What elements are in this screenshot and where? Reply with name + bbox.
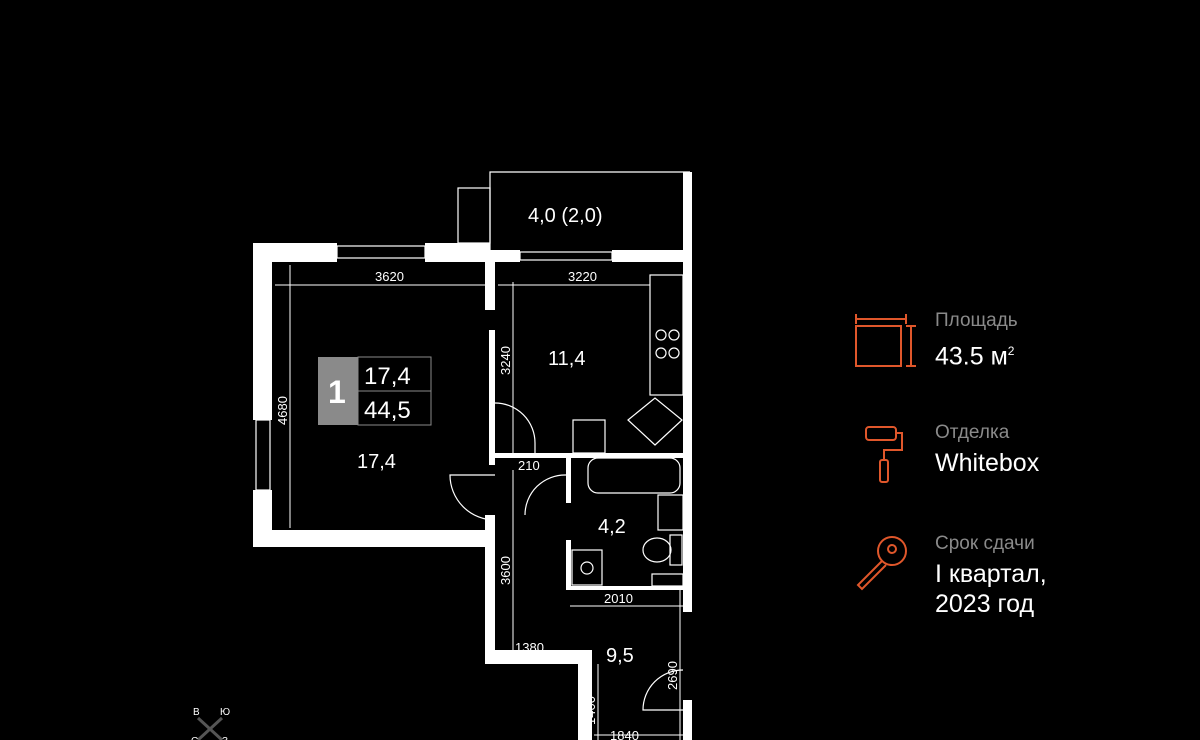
area-value: 43.5 м2 xyxy=(935,336,1014,371)
compass-north: С xyxy=(191,736,198,740)
badge-rooms: 1 xyxy=(328,374,346,410)
area-icon xyxy=(855,314,916,367)
dim-1380: 1380 xyxy=(515,640,544,655)
compass-west: З xyxy=(222,736,228,740)
paint-roller-icon xyxy=(865,426,903,483)
deadline-label: Срок сдачи xyxy=(935,533,1035,554)
deadline-value: I квартал,2023 год xyxy=(935,559,1047,619)
dimension-lines xyxy=(275,265,683,740)
compass-east: В xyxy=(193,707,200,718)
room-hall: 9,5 xyxy=(606,645,634,667)
dim-1840: 1840 xyxy=(610,728,639,740)
area-unit-sup: 2 xyxy=(1007,344,1015,358)
dim-3240: 3240 xyxy=(498,346,513,375)
key-icon xyxy=(856,536,907,591)
room-balcony: 4,0 (2,0) xyxy=(528,205,602,227)
room-labels: 4,0 (2,0) 11,4 17,4 4,2 9,5 xyxy=(357,205,634,667)
dim-1400: 1400 xyxy=(583,696,598,725)
dim-3620: 3620 xyxy=(375,269,404,284)
badge-living-area: 17,4 xyxy=(364,363,411,390)
dim-210: 210 xyxy=(518,458,540,473)
dim-2010: 2010 xyxy=(604,591,633,606)
compass-south: Ю xyxy=(220,707,230,718)
area-value-text: 43.5 м xyxy=(935,342,1008,371)
dim-4680: 4680 xyxy=(275,396,290,425)
deadline-line1: I квартал, xyxy=(935,560,1047,588)
finish-label: Отделка xyxy=(935,422,1010,443)
dim-2690: 2690 xyxy=(665,661,680,690)
area-label: Площадь xyxy=(935,310,1018,331)
dim-3220: 3220 xyxy=(568,269,597,284)
compass: В Ю С З xyxy=(191,707,230,740)
deadline-line2: 2023 год xyxy=(935,590,1035,618)
dim-3600: 3600 xyxy=(498,556,513,585)
room-kitchen: 11,4 xyxy=(548,348,585,370)
finish-value: Whitebox xyxy=(935,449,1040,477)
room-living: 17,4 xyxy=(357,451,396,473)
dimension-labels: 3620 3220 4680 3240 210 3600 2010 1380 2… xyxy=(275,269,680,740)
apartment-badge: 1 17,4 44,5 xyxy=(318,356,432,426)
badge-total-area: 44,5 xyxy=(364,397,411,424)
room-bathroom: 4,2 xyxy=(598,516,626,538)
walls xyxy=(253,172,692,740)
fixtures xyxy=(255,171,690,711)
